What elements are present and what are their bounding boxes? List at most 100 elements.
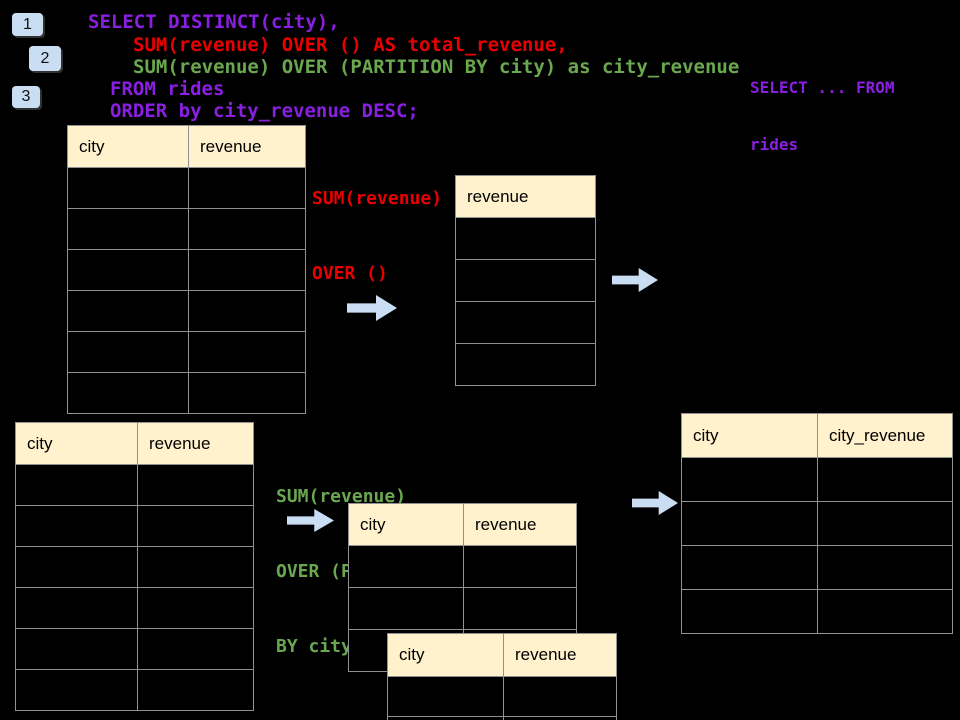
table-row — [348, 587, 577, 630]
sql-line-total-revenue: SUM(revenue) OVER () AS total_revenue, — [133, 34, 568, 56]
table-cell — [188, 331, 306, 373]
table-cell — [15, 546, 138, 588]
table-row — [15, 628, 254, 670]
table-cell — [817, 457, 953, 502]
table-row — [67, 331, 306, 373]
table-row — [455, 259, 596, 302]
annotation-total-line2: OVER () — [312, 263, 388, 284]
annotation-total-revenue: SUM(revenue) OVER () — [312, 136, 442, 336]
step-badge-3: 3 — [12, 86, 40, 108]
table-cell — [681, 589, 818, 634]
table-row — [15, 587, 254, 629]
table-cell — [348, 545, 464, 588]
table-cell — [67, 249, 189, 291]
annotation-total-line1: SUM(revenue) — [312, 188, 443, 209]
table-cell — [15, 505, 138, 547]
table-row — [681, 501, 953, 546]
table-cell — [817, 589, 953, 634]
table-cell — [137, 587, 254, 629]
table-cell — [348, 587, 464, 630]
table-cell — [817, 545, 953, 590]
table-cell — [67, 372, 189, 414]
table-cell — [188, 372, 306, 414]
table-cell — [503, 716, 617, 720]
table-row — [387, 676, 617, 717]
table-cell — [15, 587, 138, 629]
table-cell — [188, 290, 306, 332]
table-row — [681, 457, 953, 502]
column-header-city-revenue: city_revenue — [817, 413, 953, 458]
step-badge-2: 2 — [29, 46, 61, 71]
table-cell — [455, 259, 596, 302]
table-cell — [463, 587, 577, 630]
table-row — [455, 217, 596, 260]
table-cell — [15, 628, 138, 670]
column-header-revenue: revenue — [503, 633, 617, 677]
table-cell — [188, 167, 306, 209]
table-row — [67, 290, 306, 332]
table-row — [15, 546, 254, 588]
table-cell — [67, 167, 189, 209]
table-row — [15, 505, 254, 547]
column-header-revenue: revenue — [463, 503, 577, 546]
table-row — [67, 249, 306, 291]
table-row — [348, 545, 577, 588]
table-partition-b: city revenue — [387, 633, 617, 720]
table-cell — [681, 457, 818, 502]
table-cell — [137, 505, 254, 547]
table-row — [15, 464, 254, 506]
table-cell — [387, 716, 504, 720]
table-source-top: city revenue — [67, 125, 306, 414]
table-cell — [15, 464, 138, 506]
table-cell — [188, 208, 306, 250]
column-header-revenue: revenue — [455, 175, 596, 218]
column-header-city: city — [681, 413, 818, 458]
column-header-city: city — [67, 125, 189, 168]
table-cell — [503, 676, 617, 717]
table-cell — [137, 628, 254, 670]
annotation-partition-line1: SUM(revenue) — [276, 486, 407, 507]
table-cell — [67, 208, 189, 250]
column-header-revenue: revenue — [137, 422, 254, 465]
table-cell — [15, 669, 138, 711]
table-row — [15, 669, 254, 711]
table-row — [681, 589, 953, 634]
table-cell — [387, 676, 504, 717]
table-cell — [817, 501, 953, 546]
column-header-city: city — [15, 422, 138, 465]
sql-line-from: FROM rides — [110, 78, 225, 100]
table-source-bottom: city revenue — [15, 422, 254, 711]
table-cell — [455, 301, 596, 344]
sql-line-city-revenue: SUM(revenue) OVER (PARTITION BY city) as… — [133, 56, 740, 78]
table-cell — [67, 331, 189, 373]
table-cell — [137, 546, 254, 588]
sql-line-order-by: ORDER by city_revenue DESC; — [110, 100, 419, 122]
table-cell — [681, 501, 818, 546]
sql-line-select: SELECT DISTINCT(city), — [88, 11, 340, 33]
table-total-result: revenue — [455, 175, 596, 386]
table-cell — [137, 464, 254, 506]
table-row — [455, 301, 596, 344]
step-badge-1: 1 — [12, 13, 43, 36]
arrow-right-icon — [612, 268, 658, 292]
table-cell — [188, 249, 306, 291]
table-row — [387, 716, 617, 720]
table-row — [67, 372, 306, 414]
table-row — [67, 167, 306, 209]
column-header-revenue: revenue — [188, 125, 306, 168]
column-header-city: city — [348, 503, 464, 546]
side-note-line1: SELECT ... FROM — [750, 78, 895, 97]
table-cell — [463, 545, 577, 588]
table-cell — [681, 545, 818, 590]
table-cell — [67, 290, 189, 332]
table-city-result: city city_revenue — [681, 413, 953, 634]
side-note: SELECT ... FROM rides — [750, 40, 895, 192]
table-row — [67, 208, 306, 250]
table-row — [455, 343, 596, 386]
table-row — [681, 545, 953, 590]
table-cell — [455, 217, 596, 260]
side-note-line2: rides — [750, 135, 799, 154]
table-cell — [455, 343, 596, 386]
table-cell — [137, 669, 254, 711]
